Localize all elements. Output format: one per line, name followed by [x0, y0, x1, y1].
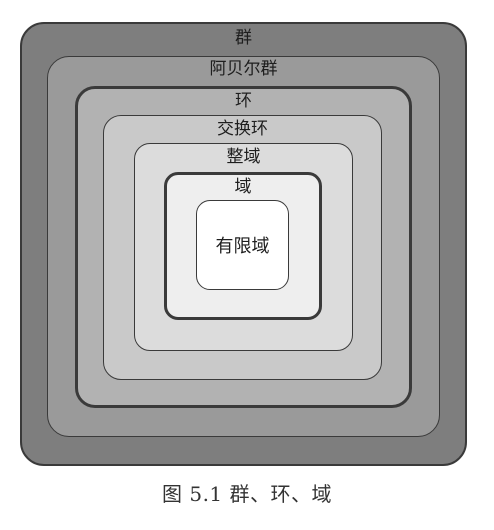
label-ring: 环	[235, 91, 252, 111]
label-group: 群	[235, 28, 252, 48]
label-field: 域	[234, 177, 252, 197]
region-finite-field: 有限域	[196, 200, 289, 290]
label-finite-field: 有限域	[215, 236, 270, 257]
label-abelian-group: 阿贝尔群	[209, 59, 278, 79]
label-integral-domain: 整域	[226, 147, 261, 167]
figure-caption: 图 5.1 群、环、域	[161, 482, 333, 506]
label-commutative-ring: 交换环	[217, 119, 268, 139]
